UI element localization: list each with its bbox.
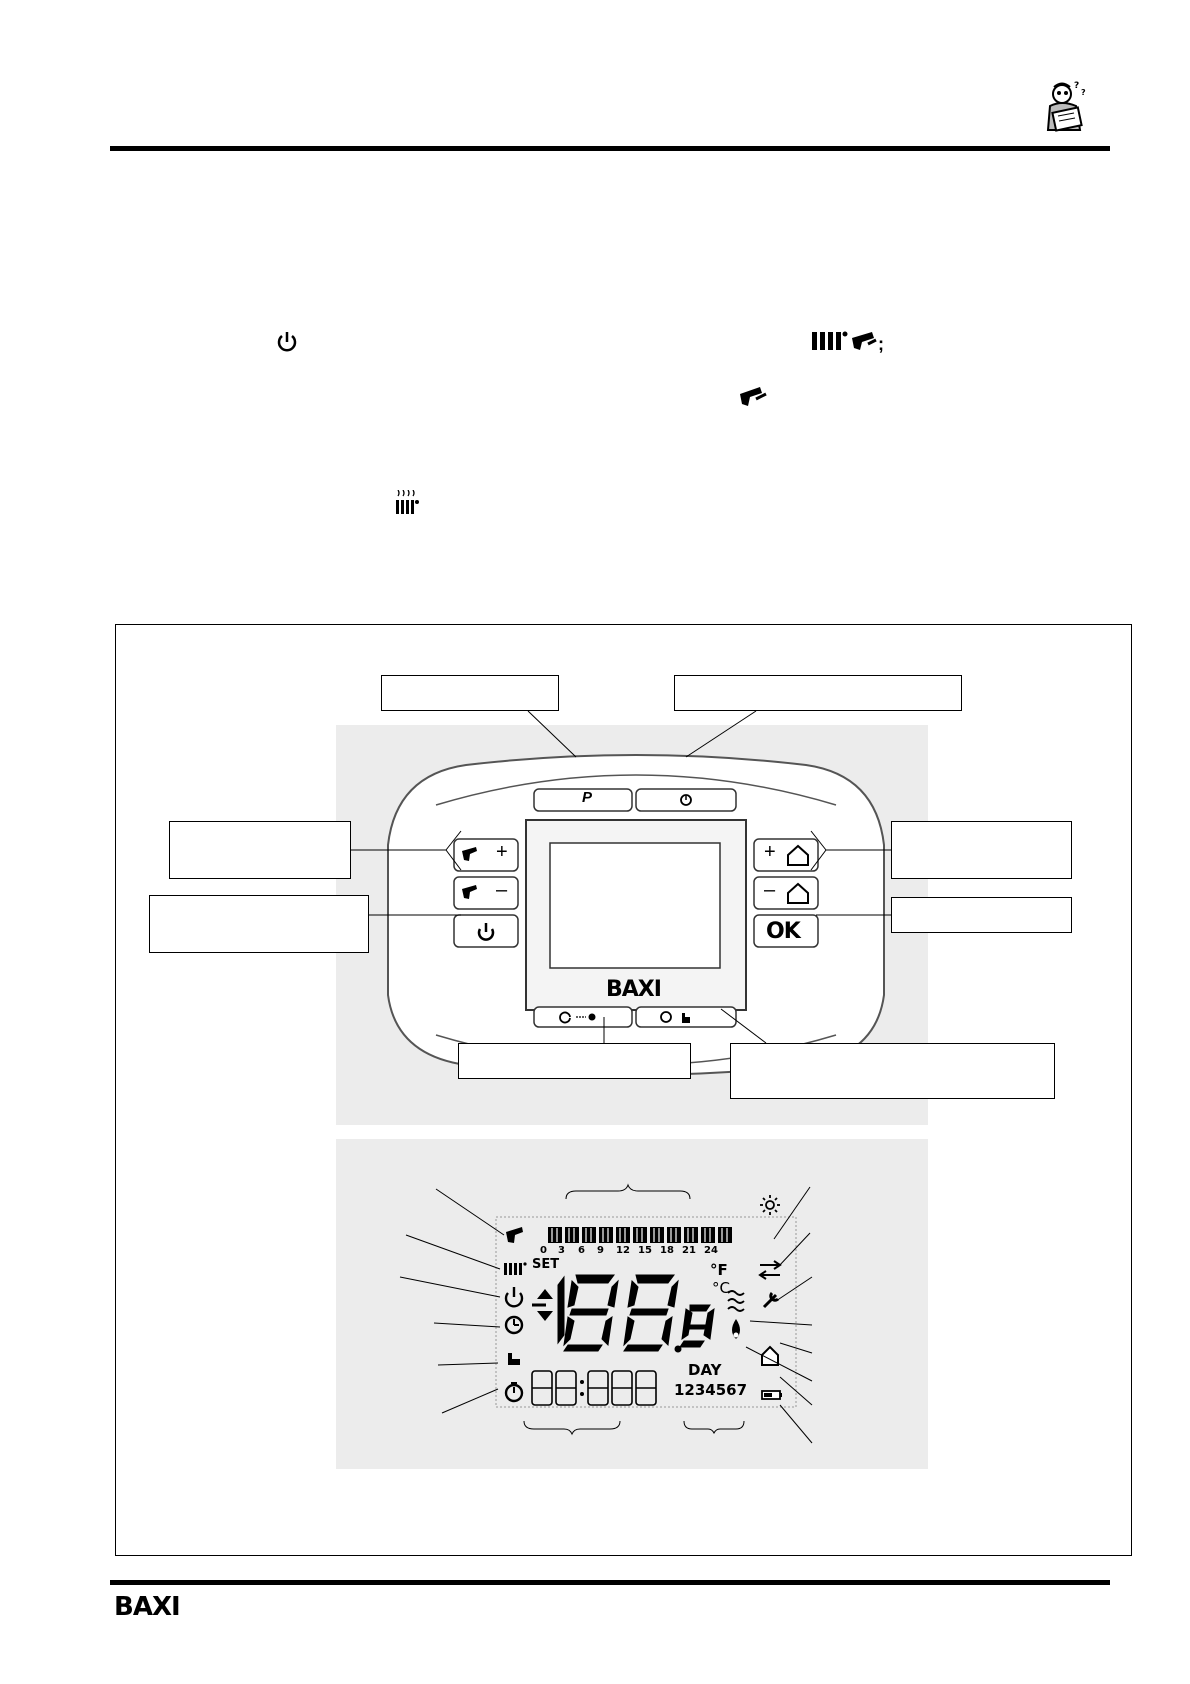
dhw-plus-label: + [496,841,508,863]
power-icon [276,330,298,354]
info-p-button-label: P [582,789,593,806]
header-mascot: ? ? [1040,78,1096,140]
footer-rule [110,1580,1110,1585]
callout-heating-buttons [891,821,1072,879]
reading-man-mascot-icon: ? ? [1046,81,1086,132]
lcd-hour-24: 24 [704,1245,718,1256]
callout-info-button [381,675,559,711]
header-rule [110,146,1110,151]
lcd-hour-21: 21 [682,1245,696,1256]
lcd-set-label: SET [532,1257,560,1272]
semicolon: ; [878,334,884,354]
heating-minus-label: – [764,879,776,901]
footer-brand-logo: BAXI [114,1592,181,1622]
radiator-icon [394,489,420,518]
callout-dhw-buttons [169,821,351,879]
lcd-hour-0: 0 [540,1245,547,1256]
lcd-unit-c: °C [712,1279,730,1297]
lcd-hour-18: 18 [660,1245,674,1256]
radiator-and-tap-icon: ; [810,328,886,356]
lcd-unit-f: °F [710,1261,728,1279]
lcd-day-numbers: 1234567 [674,1381,748,1399]
lcd-illustration: SET 0 3 6 9 12 15 18 21 24 °F °C DAY 123… [336,1139,928,1469]
lcd-hour-6: 6 [578,1245,585,1256]
ok-button-label: OK [766,919,801,944]
tap-icon [738,384,770,408]
figure-frame: P + – + – OK BAXI [115,624,1132,1556]
callout-ok-button [891,897,1072,933]
svg-text:?: ? [1081,88,1086,97]
lcd-hour-scale: 0 3 6 9 12 15 18 21 24 [540,1245,740,1259]
lcd-hour-15: 15 [638,1245,652,1256]
callout-auto-manual-button [730,1043,1055,1099]
callout-leaders [351,710,891,1044]
svg-text:?: ? [1074,81,1079,91]
callout-standby-button [149,895,369,953]
dhw-minus-label: – [496,879,508,901]
lcd-hour-3: 3 [558,1245,565,1256]
lcd-day-label: DAY [688,1361,722,1379]
lcd-leaders [399,1186,813,1444]
heating-plus-label: + [764,841,776,863]
callout-comfort-button [458,1043,691,1079]
callout-programme-button [674,675,962,711]
lcd-hour-9: 9 [597,1245,604,1256]
panel-brand-logo: BAXI [606,977,662,1002]
lcd-hour-12: 12 [616,1245,630,1256]
